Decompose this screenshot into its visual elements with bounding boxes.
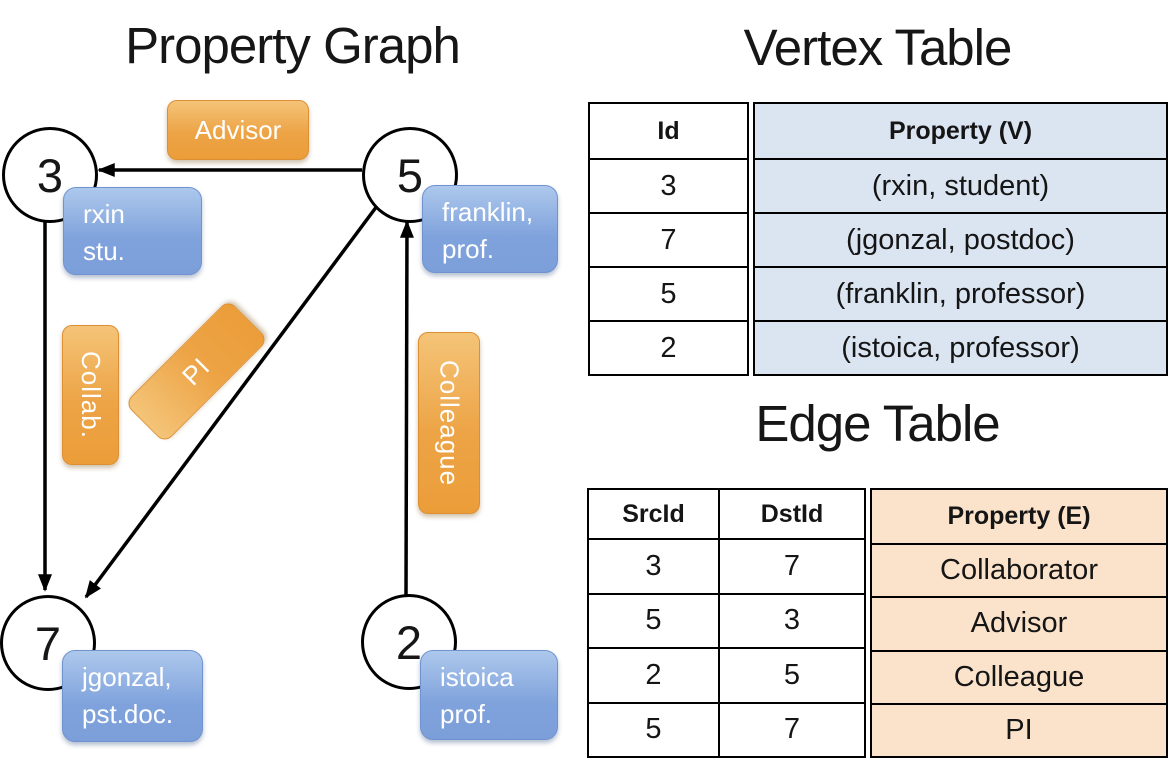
edge-table-property-cell: Advisor (872, 596, 1166, 649)
edge-label-text: PI (176, 351, 217, 392)
edge-table-dst-cell: 3 (718, 592, 864, 648)
edge-label-colleague: Colleague (418, 332, 480, 514)
vertex-prop-line: pst.doc. (82, 699, 174, 729)
edge-label-collab: Collab. (62, 325, 119, 465)
vertex-table-property-column: Property (V) (rxin, student) (jgonzal, p… (753, 102, 1168, 376)
vertex-table-property-cell: (rxin, student) (755, 158, 1166, 212)
vertex-prop-line: istoica (440, 662, 514, 692)
node-id-label: 2 (395, 615, 423, 669)
edge-table-header-property: Property (E) (947, 502, 1091, 531)
edge-table-dst-cell: 5 (718, 647, 864, 702)
vertex-table-id-column: Id 3 7 5 2 (588, 102, 749, 376)
vertex-table-id-cell: 2 (590, 320, 747, 374)
vertex-prop-line: prof. (442, 234, 495, 264)
vertex-prop-card-jgonzal: jgonzal, pst.doc. (62, 650, 203, 742)
edge-label-advisor: Advisor (167, 100, 309, 160)
edge-label-text: Collab. (76, 351, 106, 439)
edge-table-dst-cell: 7 (718, 538, 864, 593)
property-graph-title: Property Graph (125, 17, 461, 74)
edge-table-title: Edge Table (755, 395, 1000, 452)
vertex-prop-card-franklin: franklin, prof. (422, 185, 558, 273)
edge-table-src-cell: 5 (589, 701, 718, 756)
vertex-prop-line: stu. (83, 236, 125, 266)
edge-table-header-srcid: SrcId (622, 499, 685, 528)
vertex-prop-line: rxin (83, 199, 125, 229)
vertex-table-id-cell: 3 (590, 158, 747, 212)
vertex-table-property-cell: (istoica, professor) (755, 320, 1166, 374)
vertex-prop-card-istoica: istoica prof. (420, 650, 558, 740)
vertex-table-title: Vertex Table (743, 19, 1013, 76)
vertex-table-property-cell: (jgonzal, postdoc) (755, 212, 1166, 266)
edge-label-pi: PI (124, 299, 269, 444)
vertex-table-id-cell: 7 (590, 212, 747, 266)
edge-table-header-dstid: DstId (718, 490, 864, 539)
vertex-prop-card-rxin: rxin stu. (63, 187, 202, 275)
vertex-table-header-id: Id (657, 116, 680, 145)
edge-colleague-line-2-to-5 (399, 220, 414, 596)
vertex-prop-line: franklin, (442, 197, 534, 227)
edge-table-src-cell: 3 (589, 538, 718, 592)
node-id-label: 3 (36, 148, 64, 202)
edge-label-text: Advisor (194, 114, 282, 145)
vertex-table-property-cell: (franklin, professor) (755, 266, 1166, 320)
vertex-prop-line: prof. (440, 699, 493, 729)
edge-table-dst-cell: 7 (718, 701, 864, 756)
graph-node-3: 3 (2, 127, 98, 223)
vertex-table-id-cell: 5 (590, 266, 747, 320)
edge-table-property-cell: Collaborator (872, 543, 1166, 596)
node-id-label: 7 (34, 616, 62, 670)
edge-table-property-column: Property (E) Collaborator Advisor Collea… (870, 488, 1168, 758)
edge-label-text: Colleague (434, 359, 465, 487)
edge-table-src-cell: 5 (589, 592, 718, 647)
edge-table-src-cell: 2 (589, 647, 718, 701)
node-id-label: 5 (396, 148, 424, 202)
vertex-table-header-property: Property (V) (888, 116, 1033, 145)
edge-table-id-columns: SrcId DstId 3 7 5 3 2 5 5 7 (587, 488, 866, 758)
vertex-prop-line: jgonzal, (82, 662, 172, 692)
edge-table-property-cell: Colleague (872, 649, 1166, 703)
edge-table-property-cell: PI (872, 702, 1166, 756)
